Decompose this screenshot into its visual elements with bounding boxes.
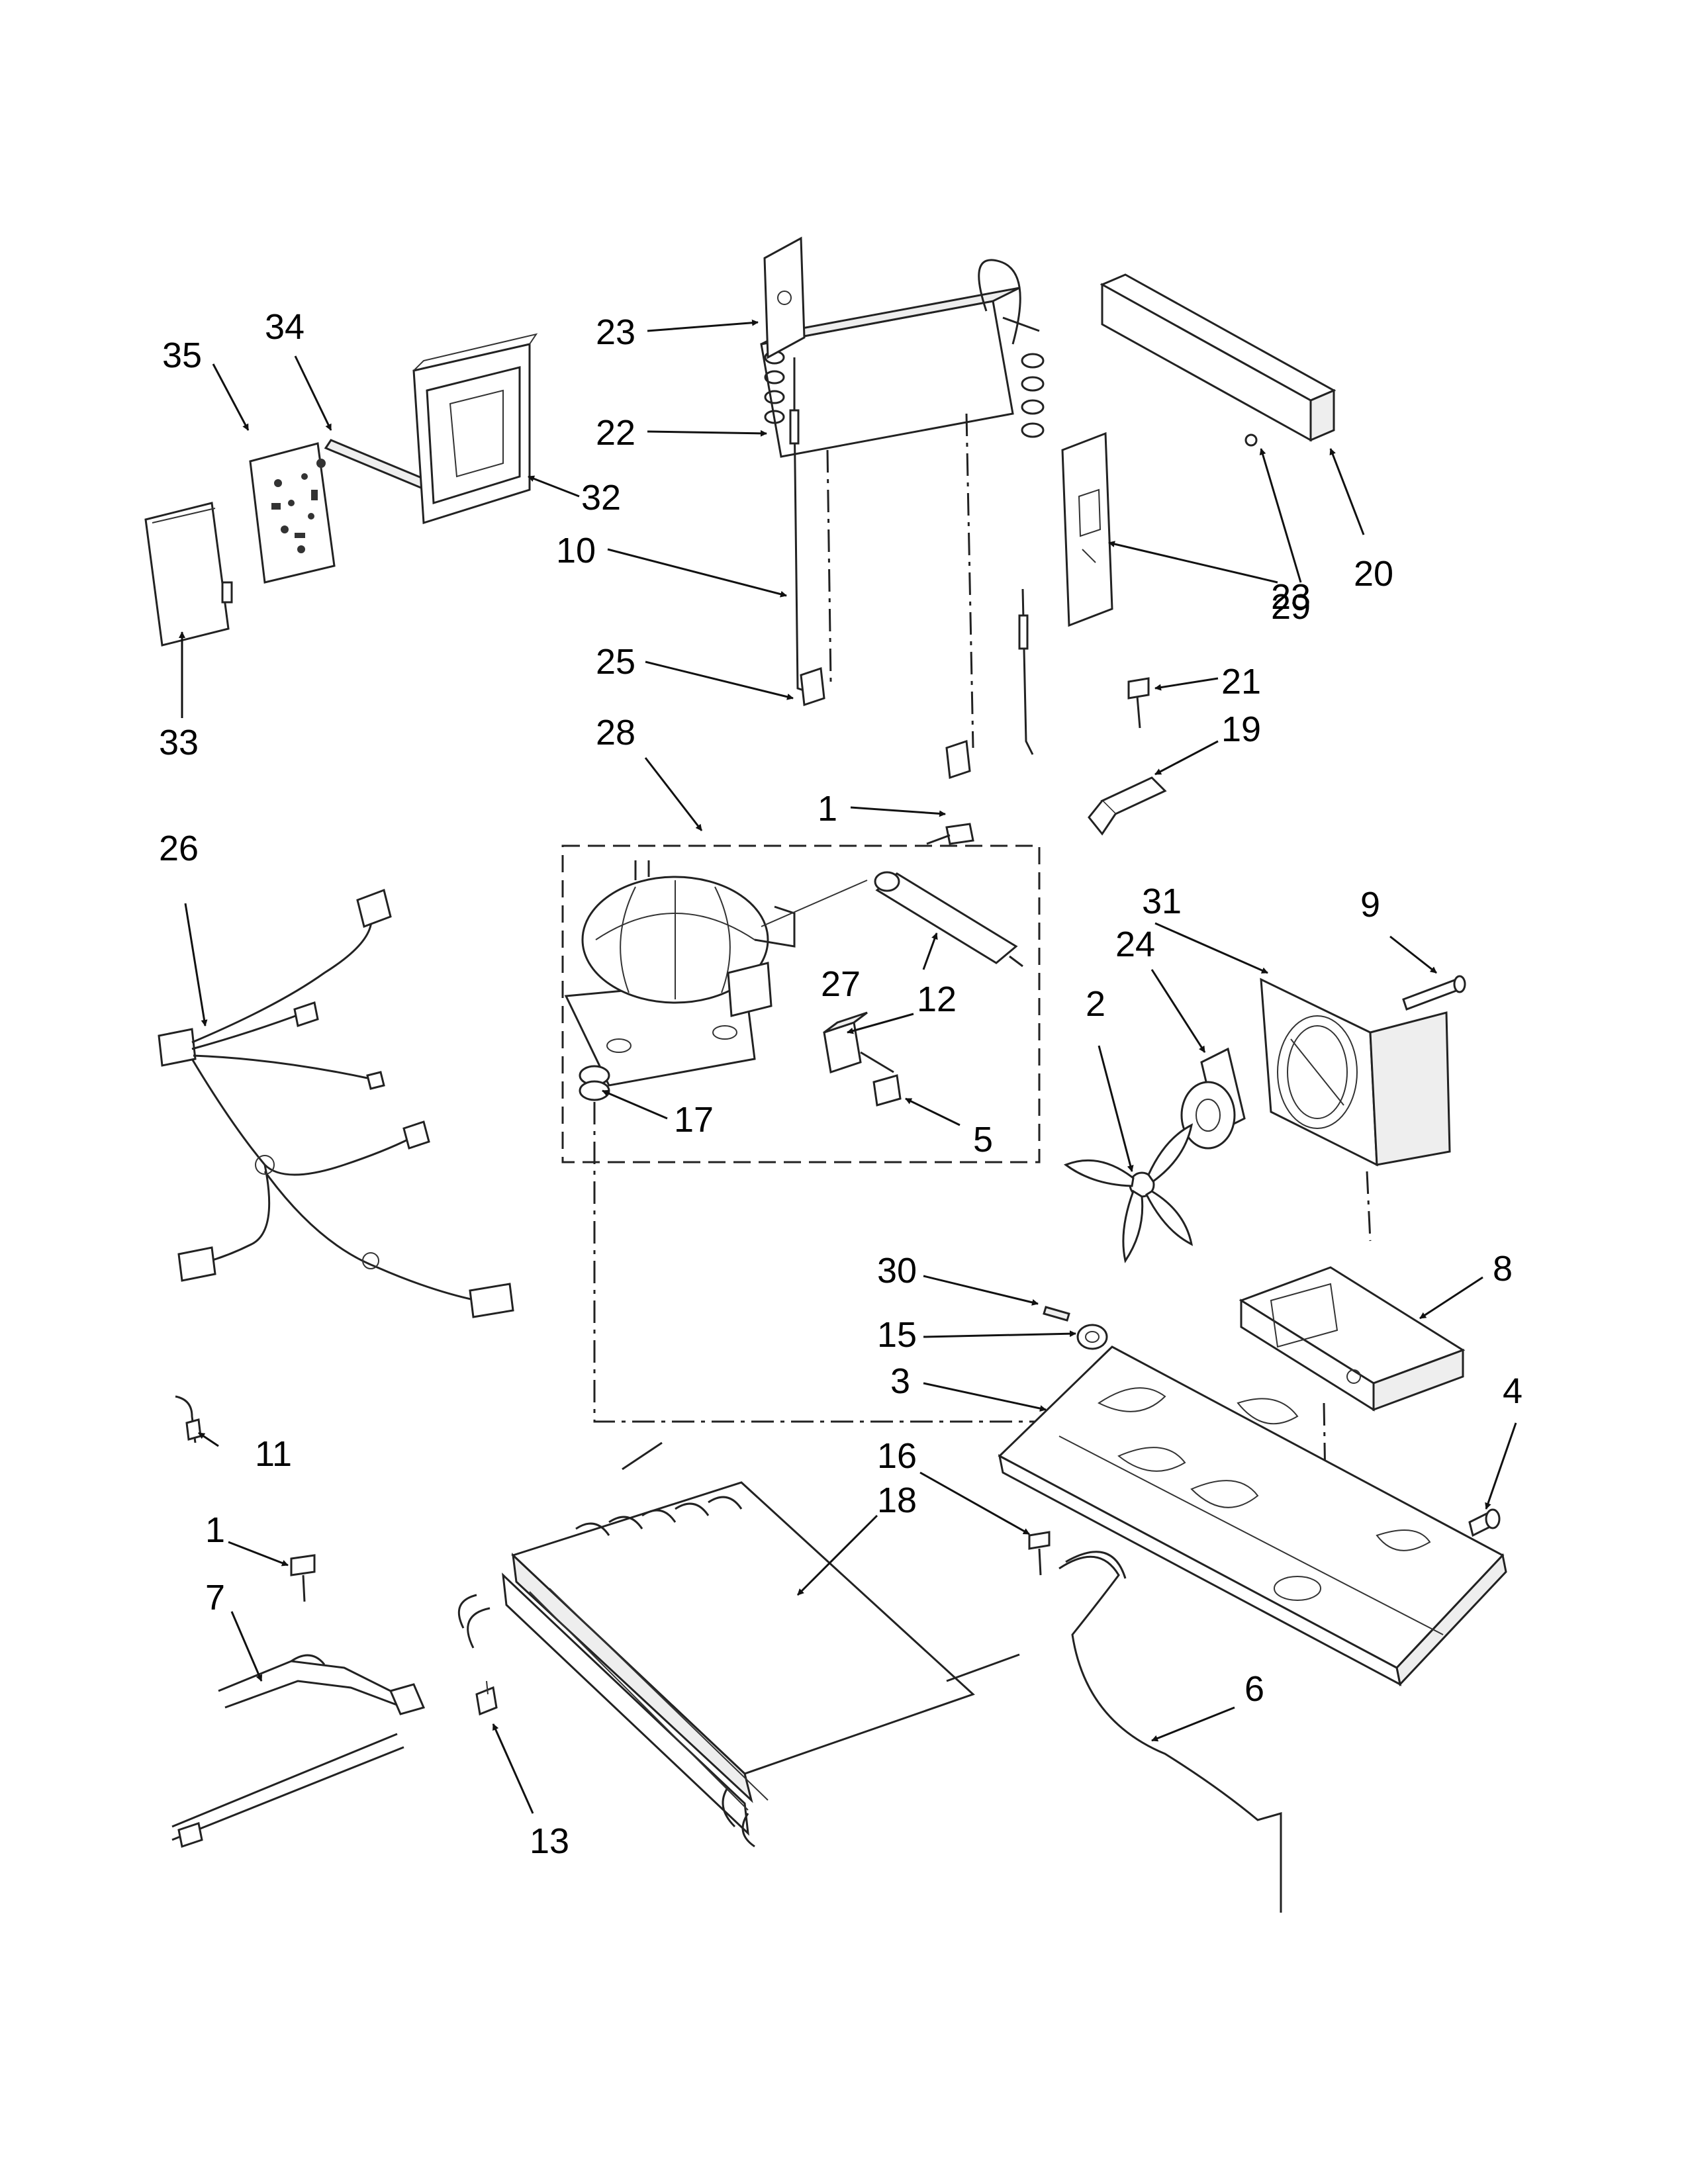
- part-7-harness: [171, 1654, 426, 1848]
- callout-21: 21: [1221, 662, 1261, 702]
- callout-18: 18: [877, 1480, 917, 1520]
- callout-1-upper: 1: [818, 789, 837, 829]
- callout-22: 22: [596, 413, 635, 453]
- callout-23-top: 23: [596, 312, 635, 352]
- callout-6: 6: [1244, 1669, 1264, 1709]
- callout-10: 10: [556, 531, 596, 570]
- callout-26: 26: [159, 829, 199, 868]
- part-15-grommet: [1076, 1324, 1108, 1350]
- part-compressor: [564, 860, 868, 1087]
- callout-2: 2: [1086, 984, 1105, 1024]
- part-24-fan-motor: [1180, 1047, 1246, 1150]
- part-25-heater-clip: [800, 666, 971, 780]
- callout-5: 5: [973, 1120, 993, 1160]
- callout-7: 7: [205, 1578, 225, 1617]
- part-22-evaporator: [760, 259, 1045, 458]
- part-11-clip: [175, 1395, 202, 1443]
- callout-1-lower: 1: [205, 1510, 225, 1550]
- leader-lines: [179, 319, 1517, 1814]
- part-1-screw-lower: [290, 1554, 316, 1602]
- part-35-control-board: [249, 442, 336, 584]
- part-4-screw: [1468, 1508, 1501, 1537]
- part-23-bracket-right: [1061, 432, 1113, 627]
- part-28-compressor-group-box: [561, 844, 1041, 1163]
- part-20-duct-cover: [1100, 273, 1336, 442]
- part-31-fan-shroud: [1260, 978, 1451, 1167]
- part-27-filter-drier: [874, 871, 1023, 968]
- part-21-screw: [1127, 677, 1150, 729]
- callout-28: 28: [596, 713, 635, 752]
- callout-9: 9: [1360, 885, 1380, 925]
- callout-8: 8: [1493, 1249, 1513, 1289]
- callout-3: 3: [890, 1361, 910, 1401]
- callout-35: 35: [162, 336, 202, 375]
- callout-29: 29: [1271, 587, 1311, 627]
- callout-13: 13: [530, 1821, 569, 1861]
- callout-27: 27: [821, 964, 861, 1004]
- callout-16: 16: [877, 1436, 917, 1476]
- callout-24: 24: [1115, 925, 1155, 964]
- part-29-screw: [1244, 433, 1258, 447]
- part-32-control-housing: [412, 333, 538, 525]
- part-12-relay: [823, 1011, 894, 1073]
- part-1-screw-upper: [926, 823, 974, 845]
- callout-11: 11: [255, 1434, 292, 1474]
- part-13-bracket: [475, 1680, 498, 1716]
- callout-23-right: 23: [1271, 577, 1311, 617]
- callout-15: 15: [877, 1315, 917, 1355]
- callout-31: 31: [1142, 882, 1182, 921]
- callout-25: 25: [596, 642, 635, 682]
- part-5-overload: [872, 1074, 902, 1107]
- callout-32: 32: [581, 478, 621, 518]
- part-19-bracket: [1088, 776, 1167, 836]
- part-3-base-plate: [998, 1345, 1507, 1687]
- callout-33: 33: [159, 723, 199, 762]
- part-17-grommet: [579, 1065, 610, 1101]
- part-23-bracket-left: [763, 236, 806, 359]
- callout-30: 30: [877, 1251, 917, 1291]
- callout-4: 4: [1503, 1371, 1523, 1411]
- part-30-plug: [1043, 1306, 1070, 1322]
- callout-12: 12: [917, 979, 957, 1019]
- part-6-tube: [1058, 1551, 1282, 1913]
- part-26-wire-harness: [158, 889, 514, 1318]
- part-2-fan-blade: [1063, 1123, 1194, 1263]
- part-18-condenser: [457, 1441, 1020, 1848]
- callout-34: 34: [265, 307, 305, 347]
- callout-labels: 23 22 10 25 28 1 27 12 5 17 23 21 19 29 …: [159, 307, 1523, 1861]
- callout-17: 17: [674, 1100, 714, 1140]
- callout-19: 19: [1221, 709, 1261, 749]
- part-33-control-cover: [144, 502, 233, 647]
- callout-20: 20: [1354, 554, 1393, 594]
- part-9-screw: [1402, 975, 1466, 1011]
- part-8-box: [1239, 1266, 1466, 1412]
- part-16-screw: [1028, 1531, 1051, 1576]
